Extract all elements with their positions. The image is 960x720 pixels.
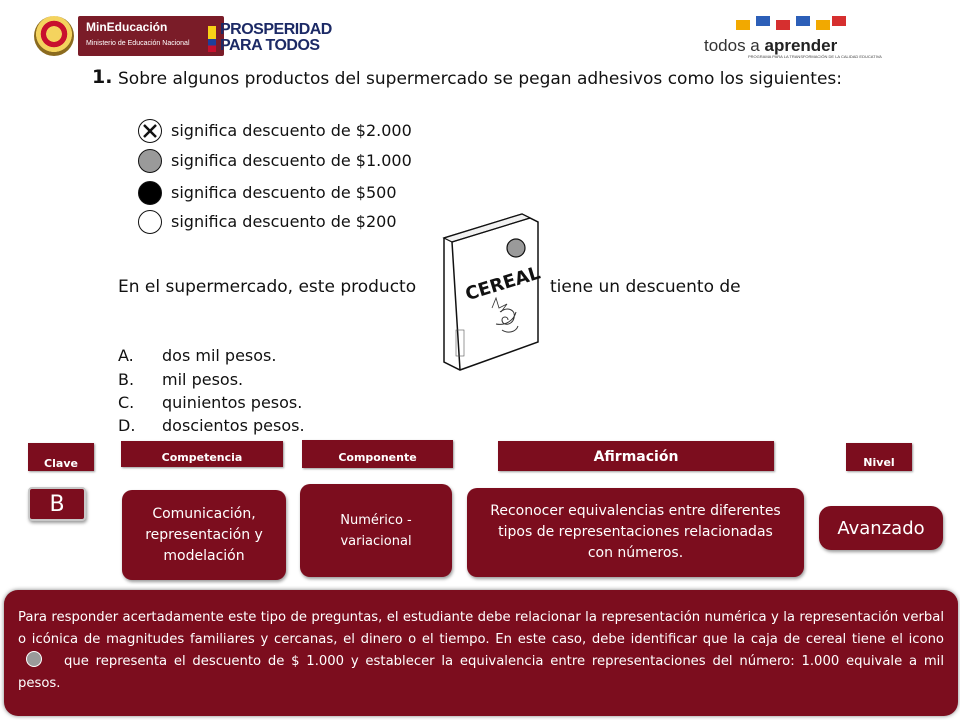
mineducacion-logo: MinEducación Ministerio de Educación Nac… [34,14,224,58]
colombia-seal-icon [34,16,74,56]
todos-a-aprender-logo: todos a aprender PROGRAMA PARA LA TRANSF… [700,14,882,60]
option-letter: C. [118,393,135,412]
explanation-text-1: Para responder acertadamente este tipo d… [18,610,944,647]
prompt-before: En el supermercado, este producto [118,277,417,297]
competencia-tag: Competencia [121,441,283,467]
gray-circle-icon [138,149,162,173]
black-circle-icon [138,181,162,205]
cereal-box-image: CEREAL [430,212,546,372]
option-text: quinientos pesos. [162,393,303,412]
gray-sticker-icon [506,238,526,258]
clave-label: Clave [44,457,78,470]
prosperidad-text: PROSPERIDAD PARA TODOS [220,22,332,54]
option-letter: B. [118,370,135,389]
legend-text: significa descuento de $500 [171,183,397,202]
prosperidad-logo: PROSPERIDAD PARA TODOS [208,22,332,56]
explanation-panel: Para responder acertadamente este tipo d… [4,590,958,716]
mineducacion-title: MinEducación [86,20,168,34]
option-text: mil pesos. [162,370,244,389]
people-blocks-icon [736,14,846,36]
clave-tag: Clave [28,443,94,471]
white-circle-icon [138,210,162,234]
todos-a-aprender-text: todos a aprender [704,36,838,55]
prosperidad-line2: PARA TODOS [220,37,320,54]
question-number: 1. [92,66,113,88]
option-text: doscientos pesos. [162,416,305,435]
option-text: dos mil pesos. [162,346,277,365]
componente-label: Componente [338,451,417,464]
mineducacion-subtitle: Ministerio de Educación Nacional [86,40,190,47]
competencia-value: Comunicación, representación y modelació… [122,490,286,580]
explanation-text-2: que representa el descuento de $ 1.000 y… [18,654,944,691]
prosperidad-line1: PROSPERIDAD [220,21,332,38]
componente-value: Numérico - variacional [300,484,452,577]
gray-circle-icon [26,651,42,667]
clave-value: B [28,487,86,521]
prompt-after: tiene un descuento de [550,277,741,297]
legend-text: significa descuento de $200 [171,212,397,231]
question-stem: Sobre algunos productos del supermercado… [118,69,843,89]
legend-text: significa descuento de $2.000 [171,121,412,140]
option-letter: A. [118,346,134,365]
afirmacion-value: Reconocer equivalencias entre diferentes… [467,488,804,577]
componente-tag: Componente [302,440,453,468]
nivel-label: Nivel [863,456,895,469]
nivel-tag: Nivel [846,443,912,471]
option-letter: D. [118,416,136,435]
competencia-label: Competencia [161,451,243,464]
mineducacion-box: MinEducación Ministerio de Educación Nac… [78,16,224,56]
todos-a-aprender-subtitle: PROGRAMA PARA LA TRANSFORMACIÓN DE LA CA… [748,54,882,59]
afirmacion-tag: Afirmación [498,441,774,471]
flag-icon [208,26,216,52]
nivel-value: Avanzado [819,506,943,550]
crossed-circle-icon [138,119,162,143]
afirmacion-label: Afirmación [593,449,679,465]
legend-text: significa descuento de $1.000 [171,151,412,170]
